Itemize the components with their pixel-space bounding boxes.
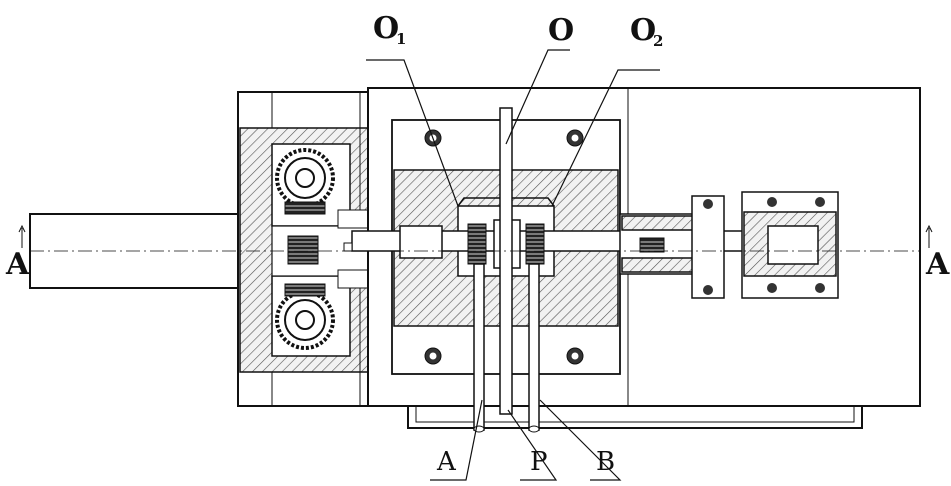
label-port-a: A <box>436 447 457 477</box>
lower-gear <box>277 284 333 348</box>
label-port-p: P <box>530 447 548 477</box>
upper-gear <box>277 150 333 214</box>
label-o2-subscript: 2 <box>653 32 663 50</box>
label-section-left: A <box>5 247 30 282</box>
label-port-b: B <box>596 447 615 477</box>
label-o: O <box>548 13 574 48</box>
label-o1-subscript: 1 <box>396 30 406 48</box>
label-section-right: A <box>925 247 950 282</box>
